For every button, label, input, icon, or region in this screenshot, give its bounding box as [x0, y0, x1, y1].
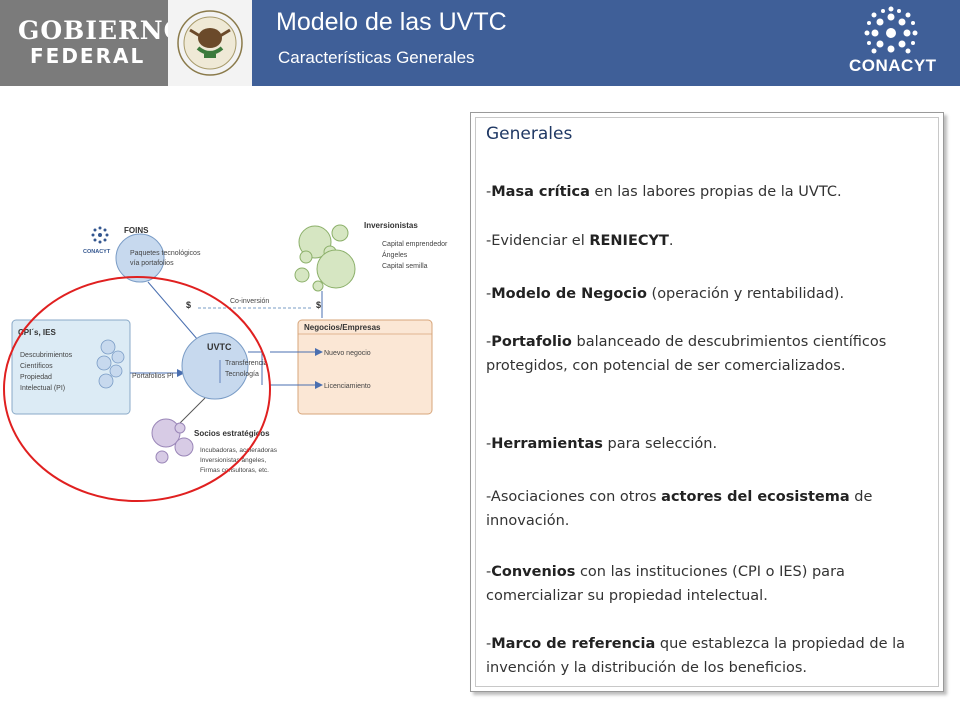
socios-line	[179, 397, 206, 424]
item-1-bold: Masa crítica	[491, 184, 590, 200]
item-asociaciones: -Asociaciones con otros actores del ecos…	[486, 485, 926, 533]
paquetes-line-2: vía portafolios	[130, 260, 174, 267]
cpi-line-3: Propiedad	[20, 374, 52, 381]
item-5-prefix: -	[486, 436, 492, 452]
inv-line-1: Capital emprendedor	[382, 241, 448, 248]
cpi-ies-box	[11, 319, 131, 415]
item-marco-referencia: -Marco de referencia que establezca la p…	[486, 632, 926, 680]
inversionistas-title: Inversionistas	[364, 221, 418, 230]
item-1-prefix: -	[486, 184, 492, 200]
item-3-prefix: -	[486, 286, 492, 302]
item-6-bold: actores del ecosistema	[661, 489, 850, 505]
cpi-line-4: Intelectual (PI)	[20, 385, 65, 392]
item-herramientas: -Herramientas para selección.	[486, 432, 926, 456]
uvtc-label: UVTC	[207, 342, 232, 352]
item-8-prefix: -	[486, 636, 492, 652]
foins-to-uvtc-arrow	[147, 281, 205, 348]
header-bar: GOBIERNO FEDERAL Modelo de las UVTC Cara…	[0, 0, 960, 86]
cpi-small-circles	[96, 339, 125, 389]
socios-circles	[151, 418, 194, 464]
cpi-line-2: Científicos	[20, 363, 53, 370]
gobierno-text: GOBIERNO	[18, 16, 187, 45]
red-highlight-ellipse	[3, 276, 271, 502]
item-4-text: balanceado de descubrimientos científico…	[486, 334, 887, 374]
page-subtitle: Características Generales	[278, 48, 475, 67]
item-reniecyt: -Evidenciar el RENIECYT.	[486, 229, 926, 253]
licenciamiento-label: Licenciamiento	[324, 383, 371, 390]
conacyt-logo-icon	[864, 6, 918, 54]
conacyt-wordmark: CONACYT	[849, 56, 937, 75]
item-modelo-negocio: -Modelo de Negocio (operación y rentabil…	[486, 282, 926, 306]
transferencia-label: Transferencia	[225, 360, 268, 367]
item-2-text: .	[668, 233, 674, 249]
item-6-text: de innovación.	[486, 489, 873, 529]
gobierno-federal-logo: GOBIERNO FEDERAL	[0, 0, 185, 86]
item-7-text: con las instituciones (CPI o IES) para c…	[486, 564, 845, 604]
negocios-title: Negocios/Empresas	[304, 323, 381, 332]
portafolios-label: Portafolios PI	[132, 373, 174, 380]
item-5-bold: Herramientas	[491, 436, 603, 452]
item-3-bold: Modelo de Negocio	[491, 286, 647, 302]
item-2-bold: RENIECYT	[589, 233, 669, 249]
item-4-bold: Portafolio	[491, 334, 572, 350]
inv-line-2: Ángeles	[382, 250, 408, 259]
tecnologia-label: Tecnología	[225, 371, 259, 378]
item-6-prefix: -Asociaciones con otros	[486, 489, 662, 505]
item-2-prefix: -Evidenciar el	[486, 233, 590, 249]
foins-circle	[115, 233, 165, 283]
coinversion-label: Co-inversión	[230, 298, 269, 305]
item-3-text: (operación y rentabilidad).	[646, 286, 845, 302]
inv-line-3: Capital semilla	[382, 263, 428, 270]
uvtc-model-diagram: CPI´s, IES Descubrimientos Científicos P…	[3, 221, 448, 502]
cpi-ies-title: CPI´s, IES	[18, 328, 56, 337]
mexico-seal-icon	[168, 0, 252, 86]
item-7-prefix: -	[486, 564, 492, 580]
item-convenios: -Convenios con las instituciones (CPI o …	[486, 560, 926, 608]
item-8-bold: Marco de referencia	[491, 636, 656, 652]
foins-label: FOINS	[124, 226, 149, 235]
conacyt-small-icon	[91, 226, 109, 244]
federal-text: FEDERAL	[30, 44, 146, 68]
item-4-prefix: -	[486, 334, 492, 350]
item-5-text: para selección.	[602, 436, 718, 452]
nuevo-negocio-label: Nuevo negocio	[324, 350, 371, 357]
cpi-line-1: Descubrimientos	[20, 352, 73, 359]
item-7-bold: Convenios	[491, 564, 576, 580]
dollar-right: $	[316, 300, 321, 310]
page-title: Modelo de las UVTC	[276, 8, 507, 36]
paquetes-line-1: Paquetes tecnológicos	[130, 250, 201, 257]
generales-panel-inner: Generales -Masa crítica en las labores p…	[475, 117, 939, 687]
inversionistas-circles	[294, 224, 356, 292]
item-8-text: que establezca la propiedad de la invenc…	[486, 636, 906, 676]
socios-line-3: Firmas consultoras, etc.	[200, 467, 269, 474]
generales-title: Generales	[486, 124, 573, 144]
socios-line-2: Inversionistas ángeles,	[200, 457, 266, 464]
item-masa-critica: -Masa crítica en las labores propias de …	[486, 180, 926, 204]
uvtc-circle	[181, 332, 249, 400]
generales-panel: Generales -Masa crítica en las labores p…	[470, 112, 944, 692]
item-portafolio: -Portafolio balanceado de descubrimiento…	[486, 330, 926, 378]
negocios-box	[297, 319, 433, 415]
socios-title: Socios estratégicos	[194, 429, 270, 438]
foins-conacyt-label: CONACYT	[83, 249, 111, 255]
socios-line-1: Incubadoras, aceleradoras	[200, 447, 278, 454]
item-1-text: en las labores propias de la UVTC.	[589, 184, 842, 200]
dollar-left: $	[186, 300, 191, 310]
